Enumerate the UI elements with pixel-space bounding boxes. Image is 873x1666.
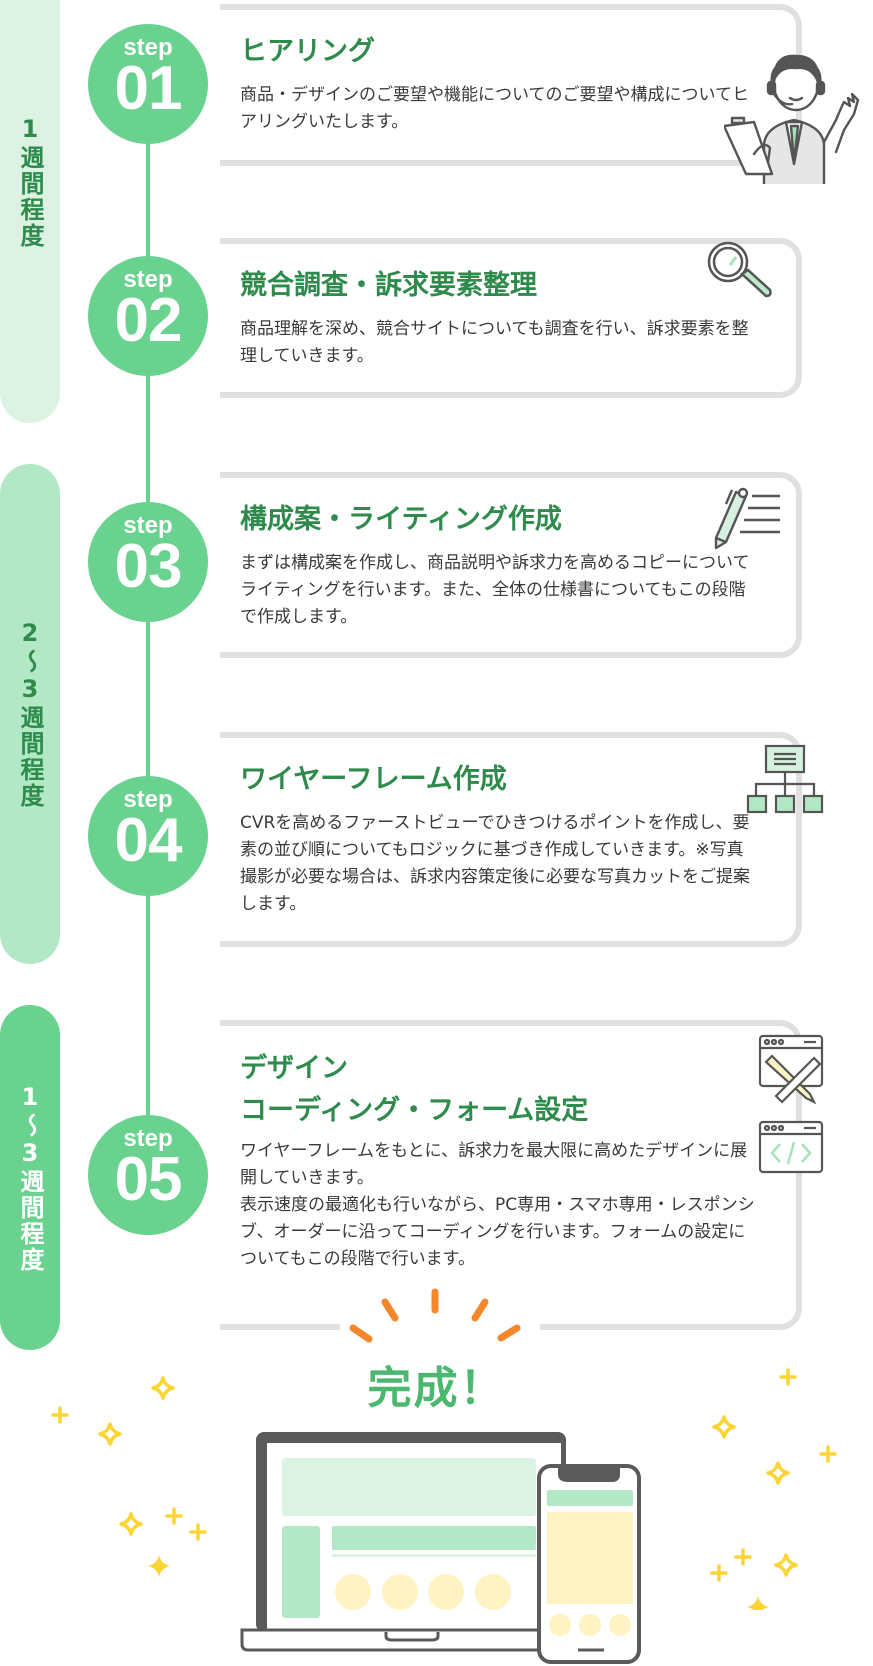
step-description: 商品・デザインのご要望や機能についてのご要望や構成についてヒアリングいたします。	[240, 85, 749, 132]
card-bottom-gap	[340, 1318, 540, 1334]
magnifier-icon	[707, 241, 772, 298]
step-badge-01: step 01	[88, 24, 208, 144]
step-badge-03: step 03	[88, 502, 208, 622]
step-word: step	[123, 34, 173, 61]
operator-person-icon	[724, 54, 860, 184]
step-card-04: ワイヤーフレーム作成 CVRを高めるファーストビューでひきつけるポイントを作成し…	[220, 732, 802, 947]
timeline-connector	[146, 80, 150, 1235]
step-badge-04: step 04	[88, 776, 208, 896]
sitemap-icon	[746, 744, 824, 814]
step-title: 構成案・ライティング作成	[240, 504, 562, 535]
step-card-02: 競合調査・訴求要素整理 商品理解を深め、競合サイトについても調査を行い、訴求要素…	[220, 238, 802, 398]
step-card-01: ヒアリング 商品・デザインのご要望や機能についてのご要望や構成についてヒアリング…	[220, 4, 802, 166]
step-word: step	[123, 786, 173, 813]
step-number: 03	[114, 532, 183, 601]
step-word: step	[123, 1125, 173, 1152]
step-number: 05	[114, 1145, 183, 1214]
step-title-line1: デザイン	[240, 1053, 348, 1084]
design-tools-window-icon	[758, 1034, 824, 1104]
step-description: ワイヤーフレームをもとに、訴求力を最大限に高めたデザインに展開していきます。 表…	[240, 1138, 760, 1273]
duration-pill-1week: 1週間程度	[0, 0, 60, 423]
step-badge-02: step 02	[88, 256, 208, 376]
step-word: step	[123, 266, 173, 293]
celebration-burst-icon	[349, 1288, 521, 1343]
step-description: まずは構成案を作成し、商品説明や訴求力を高めるコピーについてライティングを行いま…	[240, 553, 750, 627]
duration-pill-1-3weeks: 1〜3週間程度	[0, 1005, 60, 1350]
code-window-icon	[758, 1120, 824, 1174]
step-title: ヒアリング	[240, 36, 375, 67]
duration-label: 1〜3週間程度	[16, 1082, 44, 1273]
step-number: 04	[114, 806, 183, 875]
step-description-para2: 表示速度の最適化も行いながら、PC専用・スマホ専用・レスポンシブ、オーダーに沿っ…	[240, 1195, 755, 1269]
step-description: 商品理解を深め、競合サイトについても調査を行い、訴求要素を整理していきます。	[240, 319, 749, 366]
step-description: CVRを高めるファーストビューでひきつけるポイントを作成し、要素の並び順について…	[240, 813, 750, 914]
pen-writing-icon	[714, 487, 780, 550]
step-title: ワイヤーフレーム作成	[240, 764, 507, 795]
step-number: 02	[114, 286, 183, 355]
devices-illustration	[240, 1432, 641, 1664]
step-title-line2: コーディング・フォーム設定	[240, 1095, 589, 1126]
step-description-para1: ワイヤーフレームをもとに、訴求力を最大限に高めたデザインに展開していきます。	[240, 1141, 748, 1188]
step-title: 競合調査・訴求要素整理	[240, 270, 537, 301]
step-word: step	[123, 512, 173, 539]
step-number: 01	[114, 54, 183, 123]
step-card-05: デザイン コーディング・フォーム設定 ワイヤーフレームをもとに、訴求力を最大限に…	[220, 1020, 802, 1330]
duration-label: 2〜3週間程度	[16, 619, 44, 809]
duration-label: 1週間程度	[16, 114, 44, 249]
duration-pill-2-3weeks: 2〜3週間程度	[0, 464, 60, 964]
step-card-03: 構成案・ライティング作成 まずは構成案を作成し、商品説明や訴求力を高めるコピーに…	[220, 472, 802, 658]
completion-label: 完成！	[367, 1363, 506, 1414]
step-badge-05: step 05	[88, 1115, 208, 1235]
sparkle-decorations	[51, 1368, 837, 1610]
